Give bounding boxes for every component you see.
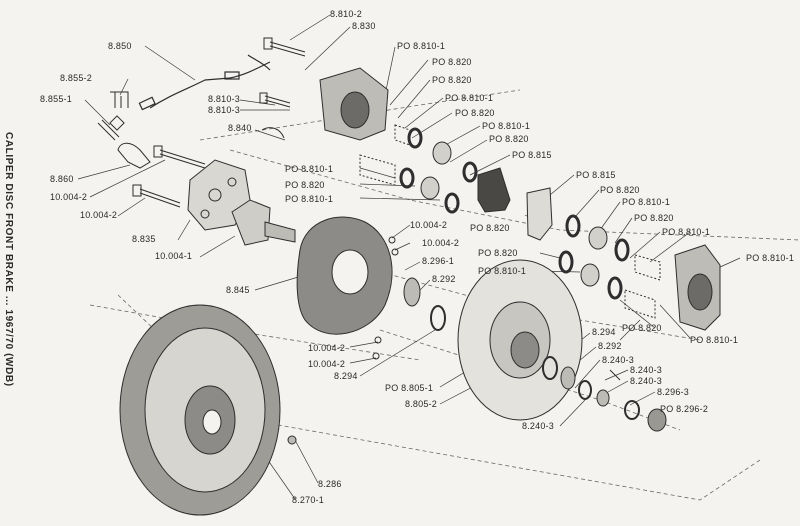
label-8-845: 8.845 xyxy=(226,285,250,295)
page-title: CALIPER DISC FRONT BRAKE ... 1967/70 (WD… xyxy=(2,132,16,452)
label-8-270-1: 8.270-1 xyxy=(292,495,324,505)
label-8-240-3-a: 8.240-3 xyxy=(602,355,634,365)
label-8-810-3-b: 8.810-3 xyxy=(208,105,240,115)
label-po-8-820-d: PO 8.820 xyxy=(489,134,529,144)
label-8-296-3: 8.296-3 xyxy=(657,387,689,397)
label-8-805-2: 8.805-2 xyxy=(405,399,437,409)
label-po-8-810-1-j: PO 8.810-1 xyxy=(690,335,739,345)
brake-pad-outer xyxy=(526,187,553,241)
steering-arm xyxy=(117,142,151,169)
label-po-8-810-1-i: PO 8.810-1 xyxy=(478,266,527,276)
label-po-8-810-1-d: PO 8.810-1 xyxy=(285,164,334,174)
label-8-292-b: 8.292 xyxy=(598,341,622,351)
lug-nut xyxy=(287,435,297,445)
label-8-296-1: 8.296-1 xyxy=(422,256,454,266)
label-po-8-810-1-b: PO 8.810-1 xyxy=(445,93,494,103)
label-8-840: 8.840 xyxy=(228,123,252,133)
inner-bearing xyxy=(403,277,446,331)
label-8-860: 8.860 xyxy=(50,174,74,184)
label-8-294-a: 8.294 xyxy=(334,371,358,381)
bolts xyxy=(132,37,306,208)
label-8-240-3-c: 8.240-3 xyxy=(630,376,662,386)
label-10-004-2-e: 10.004-2 xyxy=(308,343,346,353)
spindle xyxy=(231,199,296,246)
wheel xyxy=(119,304,281,516)
bleeder-screw xyxy=(97,115,125,141)
label-po-8-810-1-a: PO 8.810-1 xyxy=(397,41,446,51)
label-8-850: 8.850 xyxy=(108,41,132,51)
label-po-8-815-a: PO 8.815 xyxy=(512,150,552,160)
label-po-8-810-1-f: PO 8.810-1 xyxy=(622,197,671,207)
seals-lower xyxy=(558,214,661,319)
label-po-8-820-g: PO 8.820 xyxy=(600,185,640,195)
outer-bearing xyxy=(542,356,667,432)
label-8-830: 8.830 xyxy=(352,21,376,31)
label-8-240-3-d: 8.240-3 xyxy=(522,421,554,431)
label-8-286: 8.286 xyxy=(318,479,342,489)
label-8-855-1: 8.855-1 xyxy=(40,94,72,104)
label-10-004-2-a: 10.004-2 xyxy=(50,192,88,202)
rotor-hub xyxy=(457,259,583,421)
label-8-810-2: 8.810-2 xyxy=(330,9,362,19)
page-title-text: CALIPER DISC FRONT BRAKE ... 1967/70 (WD… xyxy=(3,132,14,387)
label-po-8-296-2: PO 8.296-2 xyxy=(660,404,709,414)
caliper-inner xyxy=(319,67,389,141)
brake-line xyxy=(138,54,271,111)
label-po-8-820-c: PO 8.820 xyxy=(455,108,495,118)
label-po-8-820-j: PO 8.820 xyxy=(622,323,662,333)
nuts-small xyxy=(372,236,399,360)
brake-pad-inner xyxy=(477,167,511,213)
label-8-294-b: 8.294 xyxy=(592,327,616,337)
label-po-8-820-a: PO 8.820 xyxy=(432,57,472,67)
seals-upper xyxy=(359,124,478,214)
retaining-clip xyxy=(261,127,285,139)
label-10-004-2-d: 10.004-2 xyxy=(422,238,460,248)
label-10-004-1: 10.004-1 xyxy=(155,251,193,261)
label-po-8-820-e: PO 8.820 xyxy=(285,180,325,190)
label-8-810-3-a: 8.810-3 xyxy=(208,94,240,104)
caliper-outer xyxy=(674,244,721,331)
label-8-855-2: 8.855-2 xyxy=(60,73,92,83)
dust-shield xyxy=(296,216,393,335)
clip-bracket xyxy=(110,91,129,108)
label-po-8-815-b: PO 8.815 xyxy=(576,170,616,180)
label-10-004-2-f: 10.004-2 xyxy=(308,359,346,369)
label-8-240-3-b: 8.240-3 xyxy=(630,365,662,375)
label-po-8-820-f: PO 8.820 xyxy=(470,223,510,233)
label-po-8-810-1-h: PO 8.810-1 xyxy=(746,253,795,263)
label-8-835: 8.835 xyxy=(132,234,156,244)
label-po-8-820-i: PO 8.820 xyxy=(478,248,518,258)
label-8-292-a: 8.292 xyxy=(432,274,456,284)
label-po-8-820-b: PO 8.820 xyxy=(432,75,472,85)
label-10-004-2-b: 10.004-2 xyxy=(80,210,118,220)
label-po-8-820-h: PO 8.820 xyxy=(634,213,674,223)
label-po-8-810-1-c: PO 8.810-1 xyxy=(482,121,531,131)
label-10-004-2-c: 10.004-2 xyxy=(410,220,448,230)
label-po-8-810-1-g: PO 8.810-1 xyxy=(662,227,711,237)
label-po-8-805-1: PO 8.805-1 xyxy=(385,383,434,393)
label-po-8-810-1-e: PO 8.810-1 xyxy=(285,194,334,204)
